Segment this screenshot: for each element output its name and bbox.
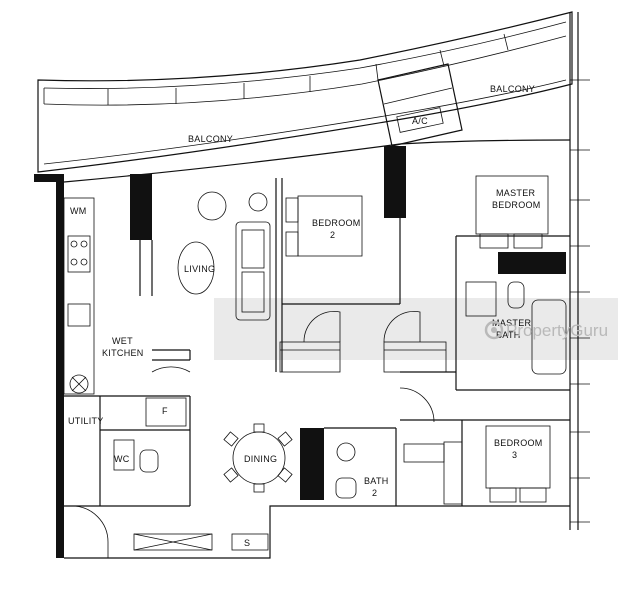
bedroom3-label-2: 3 xyxy=(512,450,517,460)
window-wall xyxy=(569,12,590,530)
balcony xyxy=(37,11,573,173)
balcony-right-label: BALCONY xyxy=(490,84,535,94)
bath2-label-1: BATH xyxy=(364,476,389,486)
store-label: S xyxy=(244,538,250,548)
living-label: LIVING xyxy=(184,264,215,274)
room-labels: BALCONY BALCONY A/C BEDROOM 2 MASTER BED… xyxy=(68,84,543,548)
outer-walls xyxy=(34,139,571,559)
master-bath-label-2: BATH xyxy=(496,330,521,340)
doors xyxy=(71,311,435,558)
bedroom2-label-1: BEDROOM xyxy=(312,218,361,228)
ac-label: A/C xyxy=(412,116,428,126)
bedroom2-label-2: 2 xyxy=(330,230,335,240)
wet-kitchen-label-1: WET xyxy=(112,336,133,346)
furniture xyxy=(63,175,567,551)
master-bedroom-label-2: BEDROOM xyxy=(492,200,541,210)
bath2-label-2: 2 xyxy=(372,488,377,498)
balcony-left-label: BALCONY xyxy=(188,134,233,144)
utility-label: UTILITY xyxy=(68,416,104,426)
watermark-text: PropertyGuru xyxy=(506,321,608,340)
watermark: PropertyGuru xyxy=(484,320,608,340)
wm-label: WM xyxy=(70,206,87,216)
wet-kitchen-label-2: KITCHEN xyxy=(102,348,144,358)
wc-label: WC xyxy=(114,454,130,464)
master-bath-label-1: MASTER xyxy=(492,318,532,328)
dining-label: DINING xyxy=(244,454,277,464)
interior-walls xyxy=(64,146,570,507)
master-bedroom-label-1: MASTER xyxy=(496,188,536,198)
propertyguru-logo-icon xyxy=(484,320,504,340)
fridge-label: F xyxy=(162,406,168,416)
bedroom3-label-1: BEDROOM xyxy=(494,438,543,448)
